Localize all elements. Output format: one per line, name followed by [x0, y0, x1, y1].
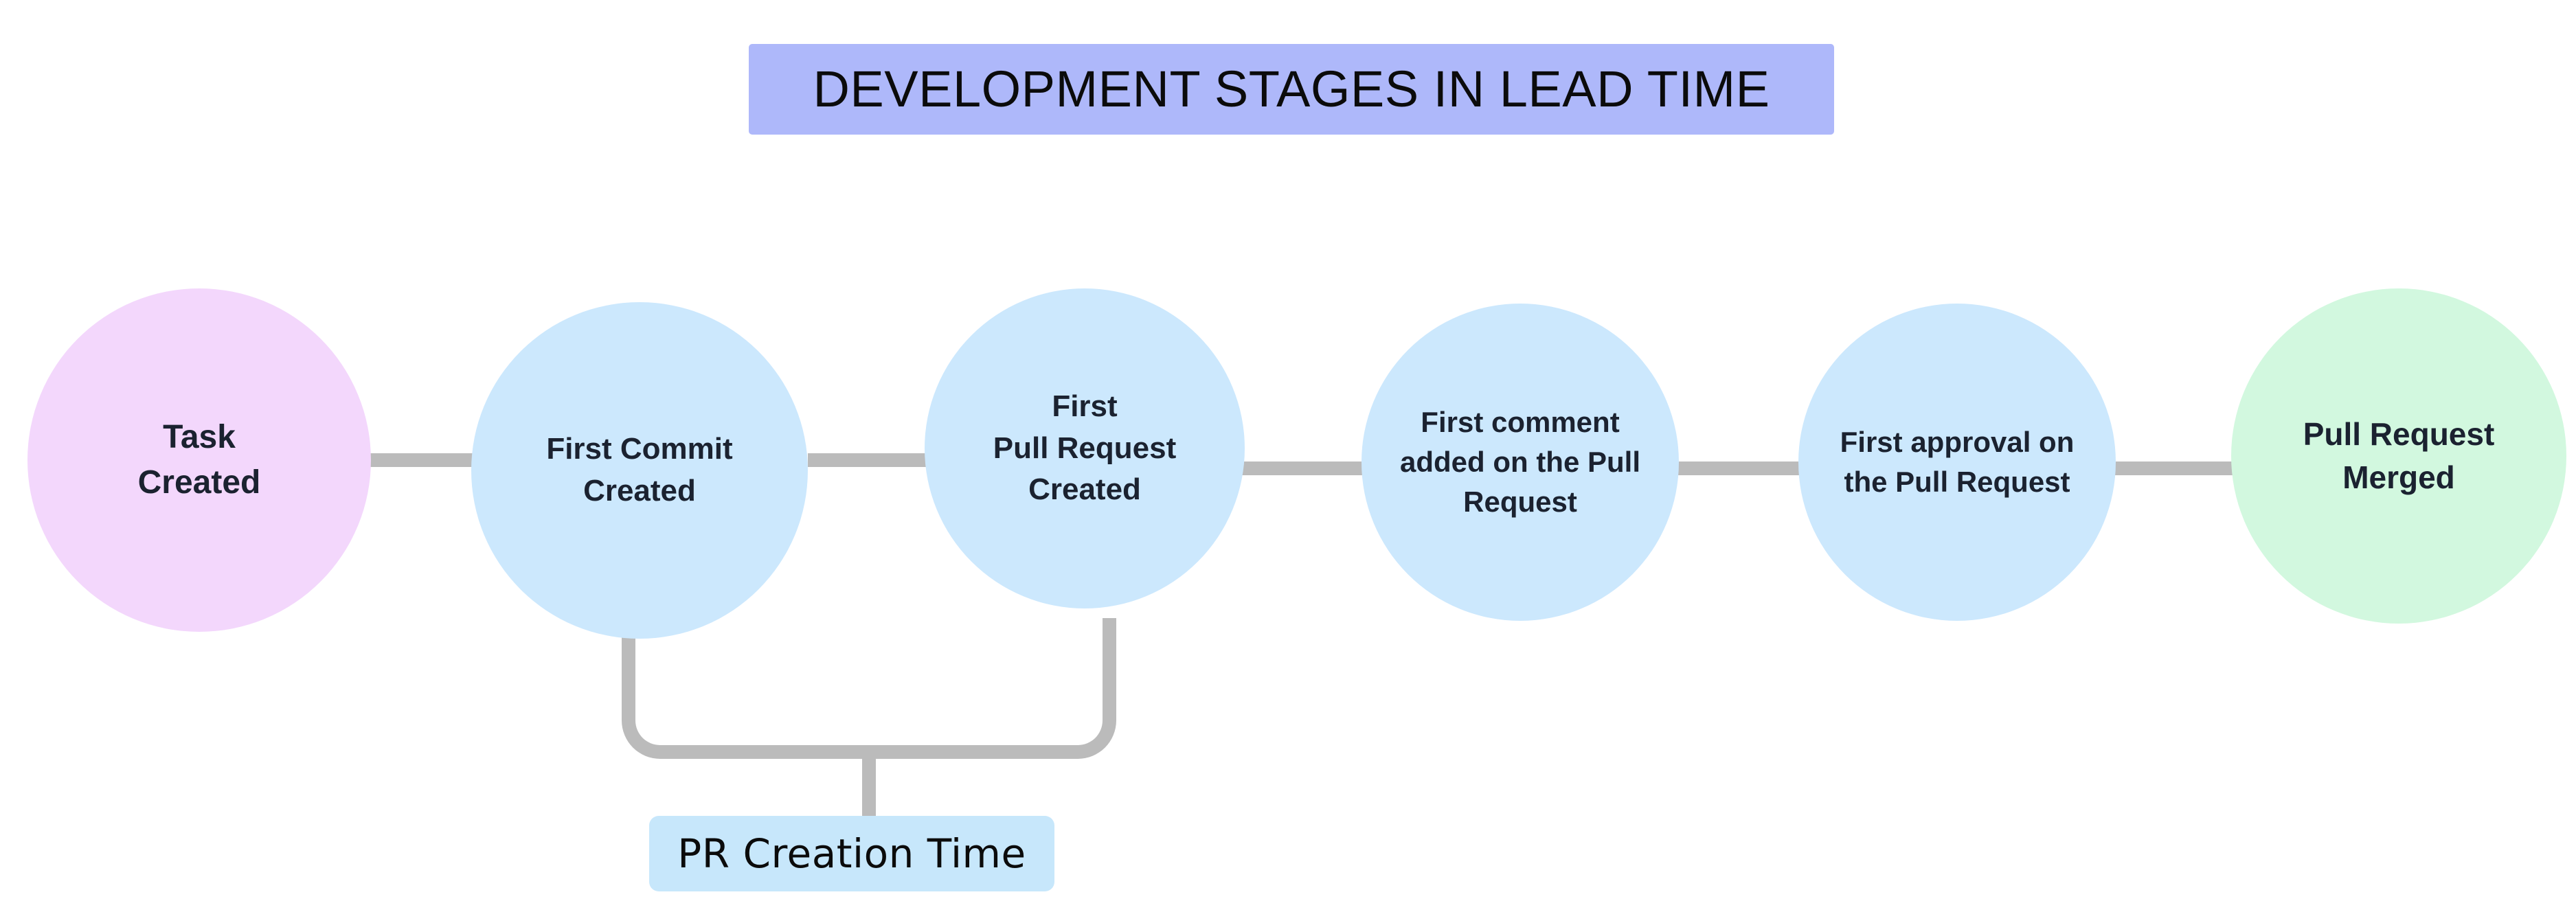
stage-first-pull-request-created[interactable]: First Pull Request Created [925, 288, 1245, 608]
pr-creation-bracket [622, 618, 1116, 759]
connector-approval-to-merged [2108, 461, 2233, 475]
connector-commit-to-pr [808, 453, 926, 467]
diagram-title-banner: DEVELOPMENT STAGES IN LEAD TIME [749, 44, 1834, 135]
stage-label-first-pull-request-created: First Pull Request Created [993, 389, 1177, 507]
stage-first-comment-added[interactable]: First comment added on the Pull Request [1362, 304, 1679, 621]
pr-creation-time-label: PR Creation Time [677, 830, 1026, 877]
stage-label-pull-request-merged: Pull Request Merged [2303, 415, 2495, 495]
connector-comment-to-approval [1675, 461, 1803, 475]
stage-label-first-commit-created: First Commit Created [546, 432, 733, 508]
stage-label-first-approval: First approval on the Pull Request [1840, 426, 2075, 498]
stage-label-task-created: Task Created [137, 418, 261, 501]
stage-task-created[interactable]: Task Created [27, 288, 371, 632]
stage-label-first-comment-added: First comment added on the Pull Request [1399, 406, 1640, 518]
stage-pull-request-merged[interactable]: Pull Request Merged [2231, 288, 2566, 624]
connector-task-to-commit [363, 453, 477, 467]
page-title: DEVELOPMENT STAGES IN LEAD TIME [813, 60, 1770, 117]
stage-first-approval[interactable]: First approval on the Pull Request [1798, 304, 2116, 621]
stage-first-commit-created[interactable]: First Commit Created [471, 302, 808, 639]
pr-creation-bracket-stem [862, 745, 876, 821]
connector-pr-to-comment [1241, 461, 1366, 475]
pr-creation-time-chip[interactable]: PR Creation Time [649, 816, 1054, 891]
